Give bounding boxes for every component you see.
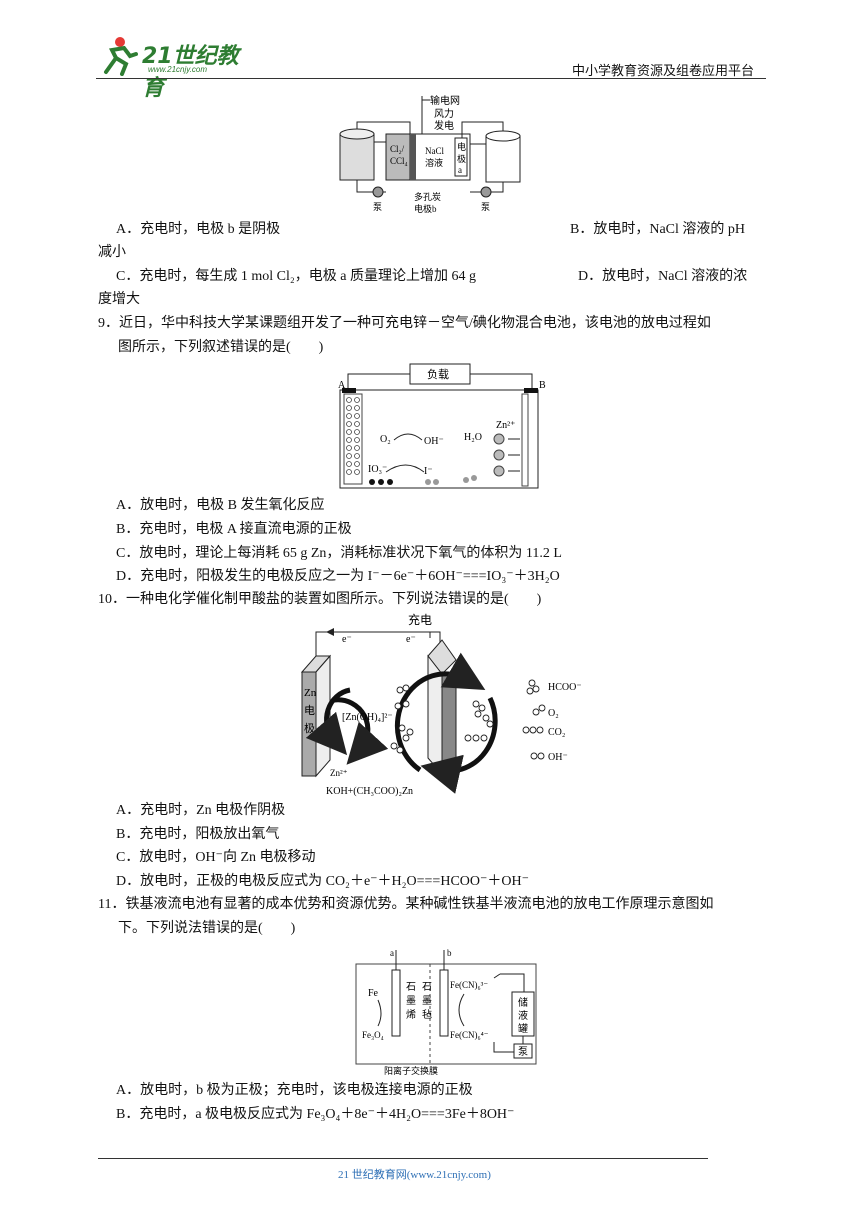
footer-link[interactable]: 21 世纪教育网(www.21cnjy.com) [338,1169,491,1181]
q8-option-d: D．放电时，NaCl 溶液的浓 [578,269,748,284]
fig11-fecn-2: Fe(CN)₆⁴⁻ [450,1030,489,1040]
fig10-legend-oh: OH⁻ [548,752,568,763]
fig8-wind-label-1: 风力 [434,107,454,120]
q8-option-b-cont: 减小 [98,245,126,260]
fig9-oh: OH⁻ [424,436,444,447]
q11-option-a: A．放电时，b 极为正极；充电时，该电极连接电源的正极 [116,1083,473,1098]
fig8-porous-1: 多孔炭 [414,191,441,202]
fig9-label-a: A [338,380,346,391]
fig9-o2: O₂ [380,434,391,445]
q10-option-c: C．放电时，OH⁻向 Zn 电极移动 [116,850,316,865]
fig9-load-label: 负载 [427,367,449,381]
figure-q11-iron-flow-battery: a b Fe Fe₃O₄ 石 墨 烯 石 墨 毡 Fe(CN)₆³⁻ Fe(CN… [355,948,537,1076]
fig11-felt-2: 墨 [422,995,432,1007]
fig11-fe3o4: Fe₃O₄ [362,1030,384,1040]
q9-stem-2: 图所示，下列叙述错误的是( ) [118,340,324,355]
q9-option-b: B．充电时，电极 A 接直流电源的正极 [116,522,352,537]
fig11-label-b: b [447,948,452,958]
fig8-grid-label: 输电网 [430,94,460,107]
fig9-iminus: I⁻ [424,466,433,477]
fig8-pump-left: 泵 [373,202,382,212]
fig8-electrode-a-2: 极 [457,153,466,164]
fig11-label-a: a [390,948,394,958]
fig9-h2o: H₂O [464,432,482,443]
q11-stem-1: 11．铁基液流电池有显著的成本优势和资源优势。某种碱性铁基半液流电池的放电工作原… [98,897,714,912]
q10-option-b: B．充电时，阳极放出氧气 [116,827,280,842]
fig8-electrode-a-3: a [458,165,462,175]
fig8-wind-label-2: 发电 [434,119,454,132]
site-logo[interactable]: 21世纪教育 www.21cnjy.com [96,34,256,101]
fig11-fecn-1: Fe(CN)₆³⁻ [450,980,488,990]
q10-stem: 10．一种电化学催化制甲酸盐的装置如图所示。下列说法错误的是( ) [98,592,542,607]
fig11-graphene-2: 墨 [406,995,416,1007]
fig8-nacl-label-2: 溶液 [425,157,443,168]
fig10-electron-1: e⁻ [342,634,352,645]
fig10-legend-co2: CO₂ [548,727,565,738]
fig8-cl2-label-2: CCl₄ [390,156,408,166]
q10-option-d: D．放电时，正极的电极反应式为 CO₂＋e⁻＋H₂O===HCOO⁻＋OH⁻ [116,874,529,889]
fig10-zn-label-3: 极 [304,721,315,735]
fig10-zn-label-1: Zn [304,687,317,699]
fig10-electrolyte-label: KOH+(CH₃COO)₂Zn [326,786,413,797]
fig10-legend-hcoo: HCOO⁻ [548,682,582,693]
fig8-pump-right: 泵 [481,202,490,212]
fig8-electrode-a-1: 电 [457,141,466,152]
q11-stem-2: 下。下列说法错误的是( ) [118,921,296,936]
q8-option-b: B．放电时，NaCl 溶液的 pH [570,222,745,237]
logo-brand: 21世纪教育 [142,44,239,101]
fig11-felt-3: 毡 [422,1008,432,1021]
q8-option-d-cont: 度增大 [98,292,140,307]
fig10-zn2plus-label: Zn²⁺ [330,768,348,778]
fig11-tank-1: 储 [518,996,528,1009]
fig8-porous-2: 电极b [414,203,437,214]
fig9-io3: IO₃⁻ [368,464,387,475]
fig10-complex-label: [Zn(OH)₄]²⁻ [342,712,393,723]
fig9-label-b: B [539,380,546,391]
fig10-zn-label-2: 电 [304,704,315,717]
fig10-electron-2: e⁻ [406,634,416,645]
fig11-pump: 泵 [518,1046,528,1058]
fig8-cl2-label-1: Cl₂/ [390,144,405,154]
fig11-felt-1: 石 [422,982,432,993]
q9-option-a: A．放电时，电极 B 发生氧化反应 [116,498,325,513]
runner-logo-icon [104,37,138,76]
fig9-zn2: Zn²⁺ [496,420,515,431]
figure-q9-zinc-air-battery: 负载 A B O₂ OH⁻ H₂O Zn²⁺ IO₃⁻ I⁻ [338,363,546,489]
figure-q10-formate-cell: 充电 e⁻ e⁻ Zn 电 极 [Zn(OH)₄]²⁻ Zn²⁺ KOH+(CH… [300,612,582,797]
figure-q8-flow-battery: 输电网 风力 发电 Cl₂/ CCl₄ NaCl 溶液 电 极 a 泵 泵 多孔… [339,94,521,214]
q9-option-c: C．放电时，理论上每消耗 65 g Zn，消耗标准状况下氧气的体积为 11.2 … [116,546,562,561]
q11-option-b: B．充电时，a 极电极反应式为 Fe₃O₄＋8e⁻＋4H₂O===3Fe＋8OH… [116,1107,515,1122]
q10-option-a: A．充电时，Zn 电极作阴极 [116,803,286,818]
fig11-tank-3: 罐 [518,1022,528,1035]
header-divider [96,78,766,79]
logo-url: www.21cnjy.com [148,65,207,74]
q9-option-d: D．充电时，阳极发生的电极反应之一为 I⁻－6e⁻＋6OH⁻===IO₃⁻＋3H… [116,569,560,584]
q9-stem-1: 9．近日，华中科技大学某课题组开发了一种可充电锌－空气/碘化物混合电池，该电池的… [98,316,711,331]
fig8-nacl-label-1: NaCl [425,146,444,156]
header-right-text: 中小学教育资源及组卷应用平台 [572,63,755,78]
footer-divider [98,1158,708,1159]
fig11-graphene-3: 烯 [406,1008,416,1021]
fig10-legend-o2: O₂ [548,708,559,719]
q8-option-a: A．充电时，电极 b 是阴极 [116,222,281,237]
fig11-fe: Fe [368,988,379,999]
fig10-charge-label: 充电 [408,612,432,627]
fig11-membrane: 阳离子交换膜 [384,1065,438,1076]
fig11-graphene-1: 石 [406,982,416,993]
fig11-tank-2: 液 [518,1009,528,1022]
q8-option-c: C．充电时，每生成 1 mol Cl₂，电极 a 质量理论上增加 64 g [116,269,476,284]
